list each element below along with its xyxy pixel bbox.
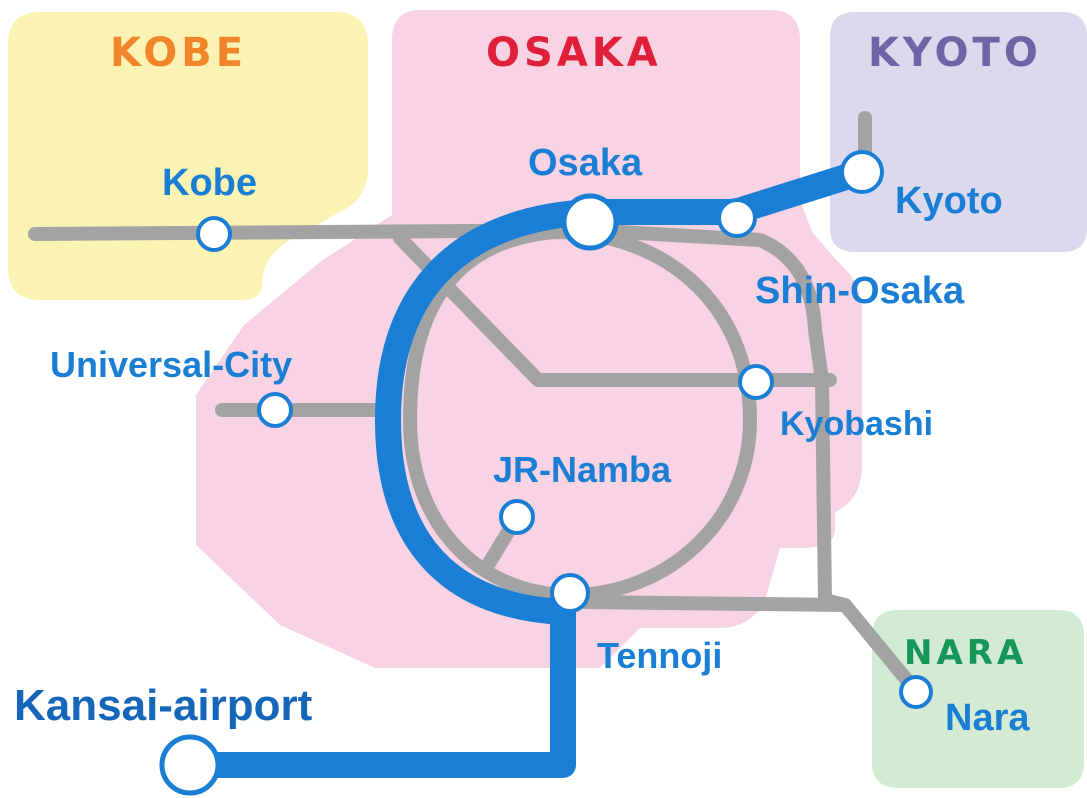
kansai-airport-route [177,159,875,778]
tozai-line [393,231,837,387]
shin-osaka-station-icon[interactable] [717,198,757,238]
kobe-station-icon[interactable] [196,216,232,252]
kyobashi-station-label[interactable]: Kyobashi [780,405,933,443]
kansai-airport-station-label[interactable]: Kansai-airport [14,681,313,730]
region-titles: KOBE OSAKA KYOTO NARA [110,30,1042,673]
nara-station-icon[interactable] [899,675,933,709]
kyoto-station-icon[interactable] [840,150,884,194]
kansai-airport-station-icon[interactable] [159,734,221,796]
nara-station-label[interactable]: Nara [945,697,1030,739]
nara-region [872,610,1084,788]
nara-region-title: NARA [904,633,1027,673]
kyoto-region-title: KYOTO [868,30,1042,76]
osaka-station-icon[interactable] [561,193,619,251]
osaka-station-label[interactable]: Osaka [528,142,643,184]
kyoto-region [830,12,1087,252]
kobe-station-label[interactable]: Kobe [162,162,257,204]
osaka-region-title: OSAKA [486,30,662,76]
jr-namba-station-icon[interactable] [499,499,535,535]
universal-city-station-icon[interactable] [257,392,293,428]
blue-route [177,159,875,778]
shin-osaka-station-label[interactable]: Shin-Osaka [755,270,965,312]
universal-city-station-label[interactable]: Universal-City [50,344,292,385]
tennoji-station-label[interactable]: Tennoji [597,635,722,676]
osaka-region [196,10,862,668]
shin-osaka-kyobashi-line [613,225,829,387]
jr-namba-station-label[interactable]: JR-Namba [493,449,672,490]
station-labels: Kobe Osaka Kyoto Shin-Osaka Universal-Ci… [14,142,1030,739]
tennoji-nara-connector [563,588,852,612]
kyoto-station-label[interactable]: Kyoto [895,180,1003,222]
tennoji-station-icon[interactable] [550,573,590,613]
stations [159,150,933,796]
kobe-region-title: KOBE [110,30,247,76]
kyobashi-station-icon[interactable] [738,364,774,400]
